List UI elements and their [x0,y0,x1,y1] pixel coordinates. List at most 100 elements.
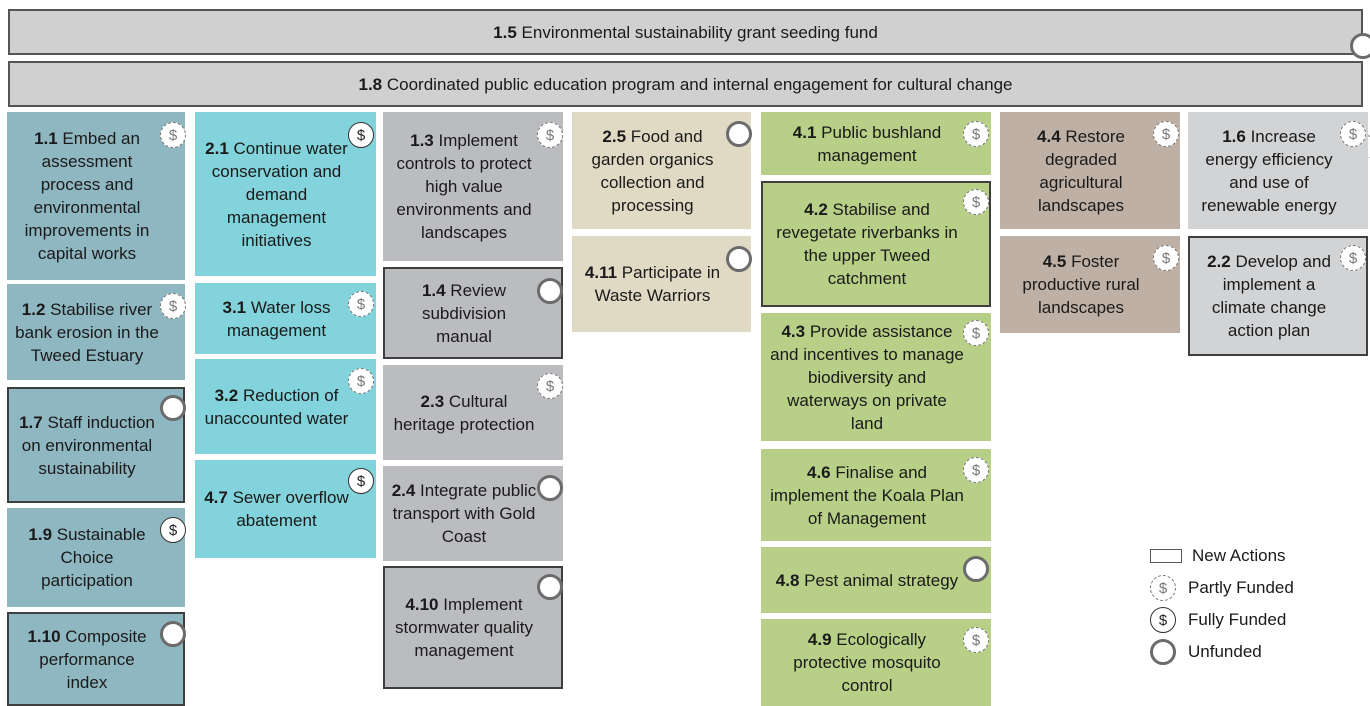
action-box-4-4: 4.4 Restore degraded agricultural landsc… [1000,112,1180,229]
legend-item-new: New Actions [1150,540,1360,572]
action-text: Finalise and implement the Koala Plan of… [770,462,964,528]
action-text: Foster productive rural landscapes [1022,252,1140,317]
action-box-3-1: 3.1 Water loss management [195,283,376,354]
partly-funded-dollar-icon: $ [1150,575,1176,601]
partly-funded-dollar-icon: $ [1340,245,1366,271]
banner-text: Environmental sustainability grant seedi… [521,22,878,42]
action-label: 1.9 Sustainable Choice participation [15,523,159,592]
action-text: Reduction of unaccounted water [204,385,349,428]
action-box-1-6: 1.6 Increase energy efficiency and use o… [1188,112,1368,229]
action-number: 3.2 [214,385,239,405]
action-text: Review subdivision manual [421,280,507,346]
action-text: Continue water conservation and demand m… [211,138,348,250]
action-label: 4.5 Foster productive rural landscapes [1008,250,1154,319]
unfunded-circle-icon [160,395,186,421]
action-text: Integrate public transport with Gold Coa… [392,481,537,546]
fully-funded-dollar-icon: $ [1150,607,1176,633]
partly-funded-dollar-icon: $ [963,121,989,147]
partly-funded-dollar-icon: $ [160,293,186,319]
action-number: 2.4 [391,481,416,500]
legend-item-partly: $ Partly Funded [1150,572,1360,604]
action-number: 4.9 [807,630,832,649]
action-text: Sustainable Choice participation [41,525,146,590]
action-label: 2.2 Develop and implement a climate chan… [1198,250,1340,342]
action-text: Increase energy efficiency and use of re… [1201,126,1337,215]
action-label: 4.6 Finalise and implement the Koala Pla… [769,461,965,530]
unfunded-circle-icon [537,475,563,501]
action-box-1-9: 1.9 Sustainable Choice participation [7,508,185,607]
action-box-4-5: 4.5 Foster productive rural landscapes [1000,236,1180,333]
action-number: 4.2 [804,200,828,219]
fully-funded-dollar-icon: $ [348,122,374,148]
action-text: Composite performance index [39,626,147,692]
action-box-4-11: 4.11 Participate in Waste Warriors [572,236,751,332]
action-text: Public bushland management [816,122,942,165]
new-action-rect-icon [1150,549,1182,563]
legend-label: Partly Funded [1188,578,1294,597]
unfunded-circle-icon [726,246,752,272]
action-label: 2.1 Continue water conservation and dema… [203,137,350,252]
action-box-2-2: 2.2 Develop and implement a climate chan… [1188,236,1368,356]
action-number: 4.8 [775,570,800,590]
action-number: 4.5 [1042,252,1067,271]
action-number: 3.1 [222,297,247,317]
action-number: 1.10 [27,626,61,646]
banner-1-5: 1.5 Environmental sustainability grant s… [8,9,1370,59]
partly-funded-dollar-icon: $ [963,320,989,346]
action-number: 2.5 [602,126,627,146]
action-text: Stabilise and revegetate riverbanks in t… [776,200,958,288]
action-box-1-4: 1.4 Review subdivision manual [383,267,563,359]
action-number: 1.6 [1222,126,1246,146]
action-text: Participate in Waste Warriors [594,263,721,305]
action-text: Embed an assessment process and environm… [24,129,150,263]
action-label: 1.7 Staff induction on environmental sus… [17,411,157,480]
action-number: 1.4 [421,280,446,300]
action-label: 4.1 Public bushland management [769,121,965,167]
action-number: 4.6 [806,462,831,482]
legend-label: Unfunded [1188,642,1262,661]
action-label: 1.3 Implement controls to protect high v… [391,129,537,244]
action-box-2-5: 2.5 Food and garden organics collection … [572,112,751,229]
unfunded-circle-icon [726,121,752,147]
partly-funded-dollar-icon: $ [537,373,563,399]
action-text: Ecologically protective mosquito control [793,630,941,695]
action-number: 2.2 [1207,252,1231,271]
action-box-4-3: 4.3 Provide assistance and incentives to… [761,313,991,441]
legend-item-unfunded: Unfunded [1150,636,1360,668]
partly-funded-dollar-icon: $ [1153,245,1179,271]
action-number: 1.3 [410,131,434,150]
action-text: Provide assistance and incentives to man… [770,321,964,433]
action-text: Implement controls to protect high value… [396,131,532,242]
action-label: 2.5 Food and garden organics collection … [580,125,725,217]
action-box-1-2: 1.2 Stabilise river bank erosion in the … [7,284,185,380]
action-label: 1.4 Review subdivision manual [393,279,535,348]
action-text: Develop and implement a climate change a… [1211,252,1331,340]
legend-item-full: $Fully Funded [1150,604,1360,636]
action-box-4-9: 4.9 Ecologically protective mosquito con… [761,619,991,706]
partly-funded-dollar-icon: $ [963,189,989,215]
banner-number: 1.5 [493,22,517,42]
action-text: Sewer overflow abatement [227,488,349,530]
action-label: 4.4 Restore degraded agricultural landsc… [1008,125,1154,217]
action-number: 2.1 [205,138,229,158]
action-label: 1.10 Composite performance index [17,625,157,694]
partly-funded-dollar-icon: $ [348,368,374,394]
action-label: 1.1 Embed an assessment process and envi… [15,127,159,265]
action-box-4-1: 4.1 Public bushland management [761,112,991,175]
legend-label: New Actions [1192,546,1286,565]
partly-funded-dollar-icon: $ [963,627,989,653]
action-label: 4.8 Pest animal strategy [776,569,958,592]
action-number: 1.7 [19,412,43,432]
action-text: Cultural heritage protection [393,391,535,434]
action-label: 2.4 Integrate public transport with Gold… [391,479,537,548]
action-text: Implement stormwater quality management [395,595,533,660]
action-box-1-3: 1.3 Implement controls to protect high v… [383,112,563,261]
partly-funded-dollar-icon: $ [963,457,989,483]
action-label: 4.11 Participate in Waste Warriors [580,261,725,307]
banner-label: 1.8 Coordinated public education program… [358,73,1012,96]
unfunded-circle-icon [963,556,989,582]
action-number: 4.4 [1037,126,1061,146]
action-label: 4.9 Ecologically protective mosquito con… [769,628,965,697]
action-box-4-7: 4.7 Sewer overflow abatement [195,460,376,558]
action-text: Water loss management [226,297,331,340]
